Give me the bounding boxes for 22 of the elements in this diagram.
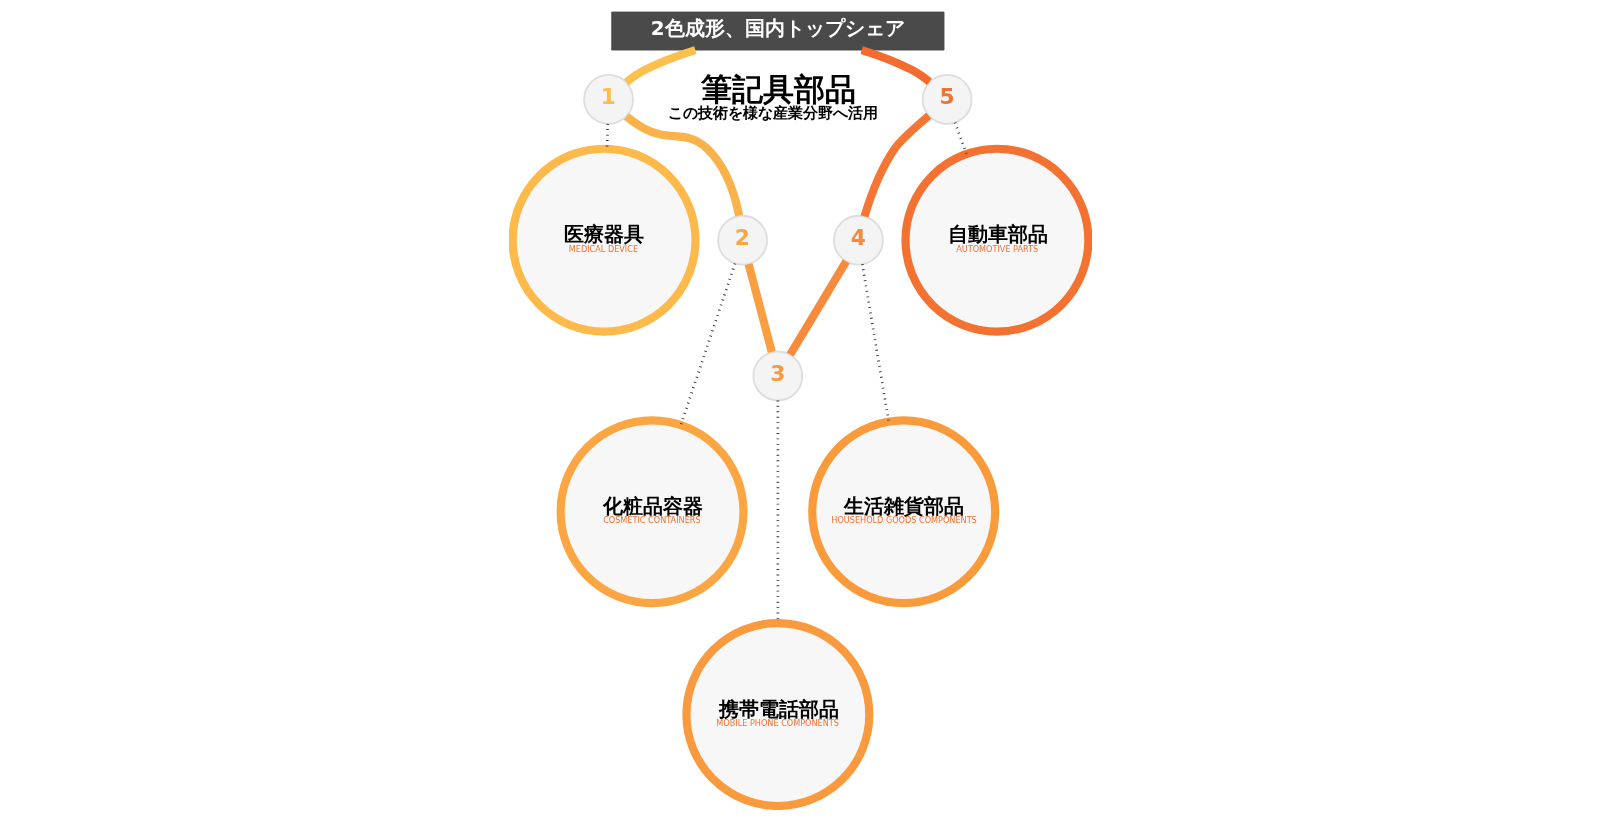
node-box: 2色成形、国内トップシェア	[610, 11, 944, 51]
connector	[786, 259, 850, 357]
connector	[953, 122, 968, 155]
connector	[860, 264, 890, 422]
connector	[860, 46, 932, 86]
node-text: 筆記具部品 この技術を様な産業分野へ活用	[667, 71, 878, 123]
connector	[623, 46, 697, 86]
node-circle: 医療器具 MEDICAL DEVICE	[508, 144, 700, 336]
node-circle: 5	[921, 74, 972, 125]
connector	[860, 112, 931, 218]
node-circle: 携帯電話部品 MOBILE PHONE COMPONENTS	[681, 619, 873, 810]
connector	[623, 113, 743, 217]
connector	[679, 263, 736, 426]
node-circle: 3	[752, 350, 803, 402]
node-circle: 1	[582, 74, 634, 125]
node-circle: 自動車部品 AUTOMOTIVE PARTS	[900, 144, 1092, 336]
node-circle: 2	[716, 214, 768, 266]
connector	[744, 263, 776, 353]
node-circle: 化粧品容器 COSMETIC CONTAINERS	[556, 416, 748, 608]
node-circle: 生活雑貨部品 HOUSEHOLD GOODS COMPONENTS	[807, 416, 999, 608]
node-circle: 4	[832, 214, 884, 266]
connector	[605, 123, 609, 149]
